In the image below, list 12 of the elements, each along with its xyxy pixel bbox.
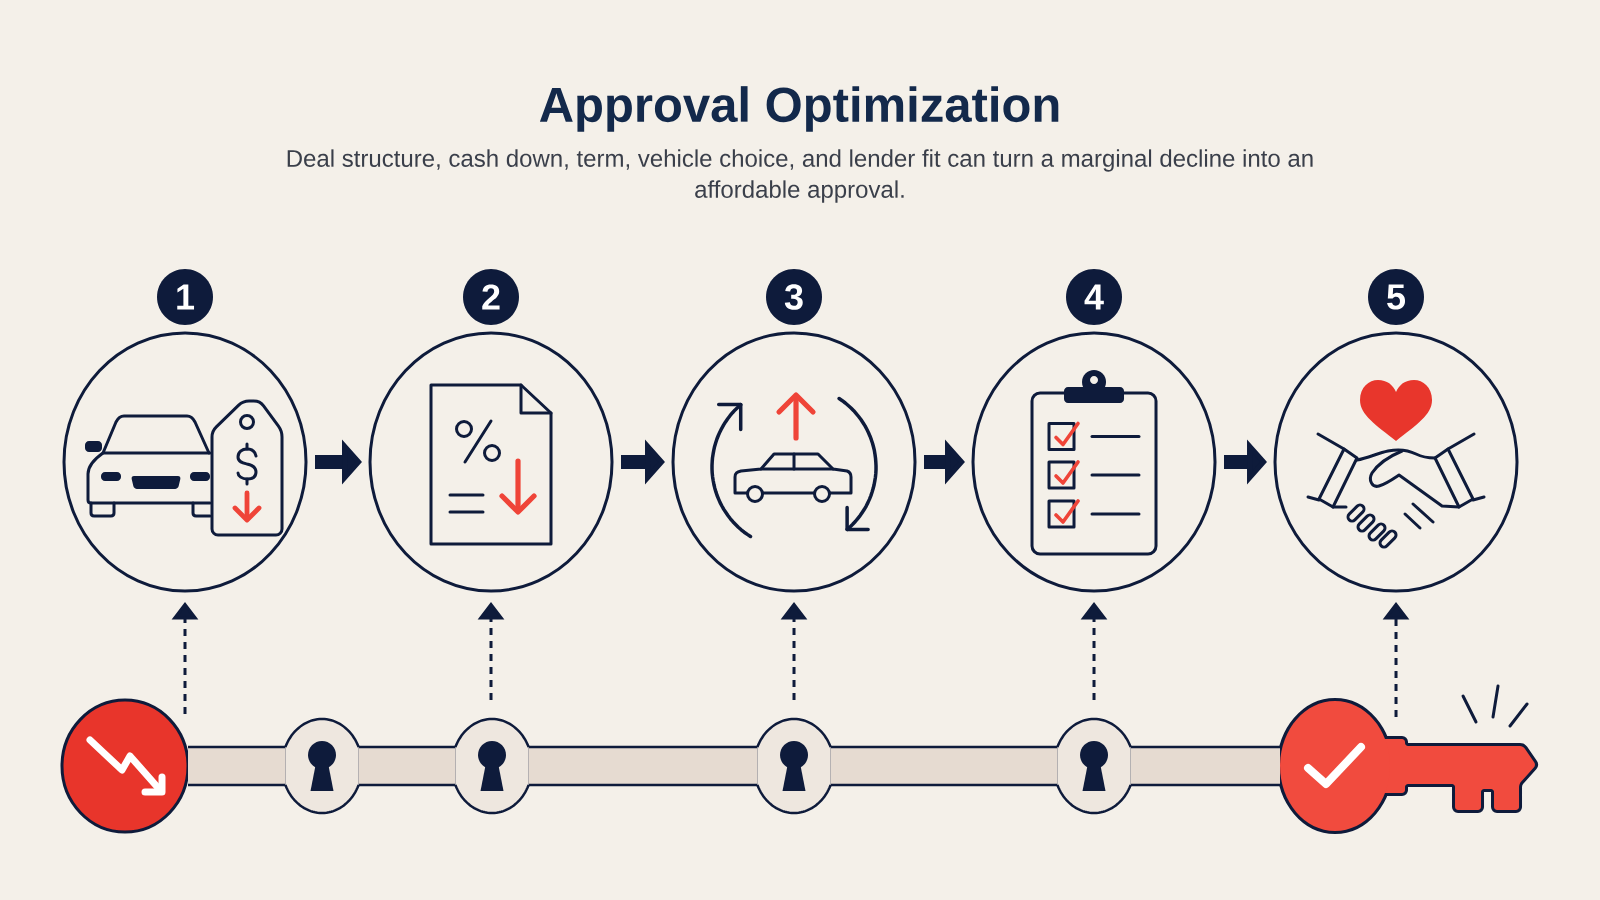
track-segment	[528, 745, 758, 787]
number-badge: 5	[1368, 269, 1424, 325]
number-badge: 4	[1066, 269, 1122, 325]
track-segment	[1130, 745, 1280, 787]
subtitle: Deal structure, cash down, term, vehicle choice, and lender fit can turn a marginal decline into an affordable approval.	[287, 149, 1313, 203]
number-badge: 3	[766, 269, 822, 325]
track-segment	[358, 745, 456, 787]
title: Approval Optimization	[539, 86, 1059, 132]
track-segment	[830, 745, 1058, 787]
number-badge: 1	[157, 269, 213, 325]
number-badge: 2	[463, 269, 519, 325]
track-segment	[188, 745, 286, 787]
